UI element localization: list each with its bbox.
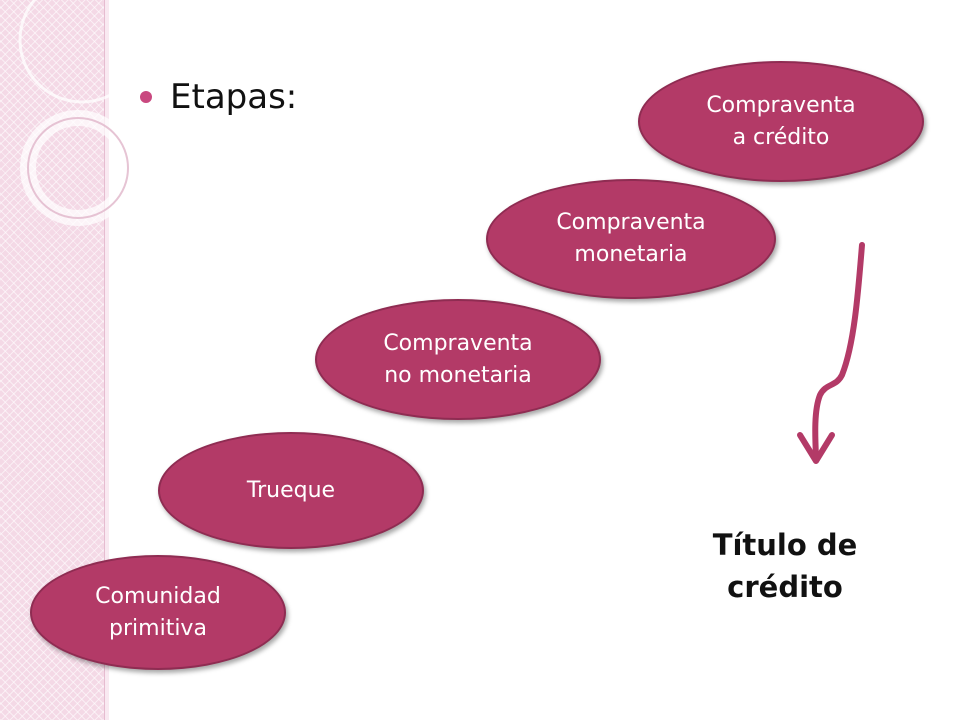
stage-comunidad-primitiva: Comunidad primitiva	[30, 555, 286, 670]
side-band-edge	[104, 0, 109, 720]
stage-compraventa-a-credito: Compraventa a crédito	[638, 61, 924, 182]
down-arrow-icon	[797, 242, 865, 464]
stage-compraventa-no-monetaria: Compraventa no monetaria	[315, 299, 601, 420]
bullet-dot-icon	[140, 91, 152, 103]
stage-compraventa-monetaria: Compraventa monetaria	[486, 179, 776, 299]
result-title: Título de crédito	[712, 528, 858, 605]
bullet-text: Etapas:	[170, 77, 298, 117]
stage-trueque: Trueque	[158, 432, 424, 549]
bullet-item: Etapas:	[140, 72, 297, 122]
decorative-rings	[18, 0, 130, 226]
